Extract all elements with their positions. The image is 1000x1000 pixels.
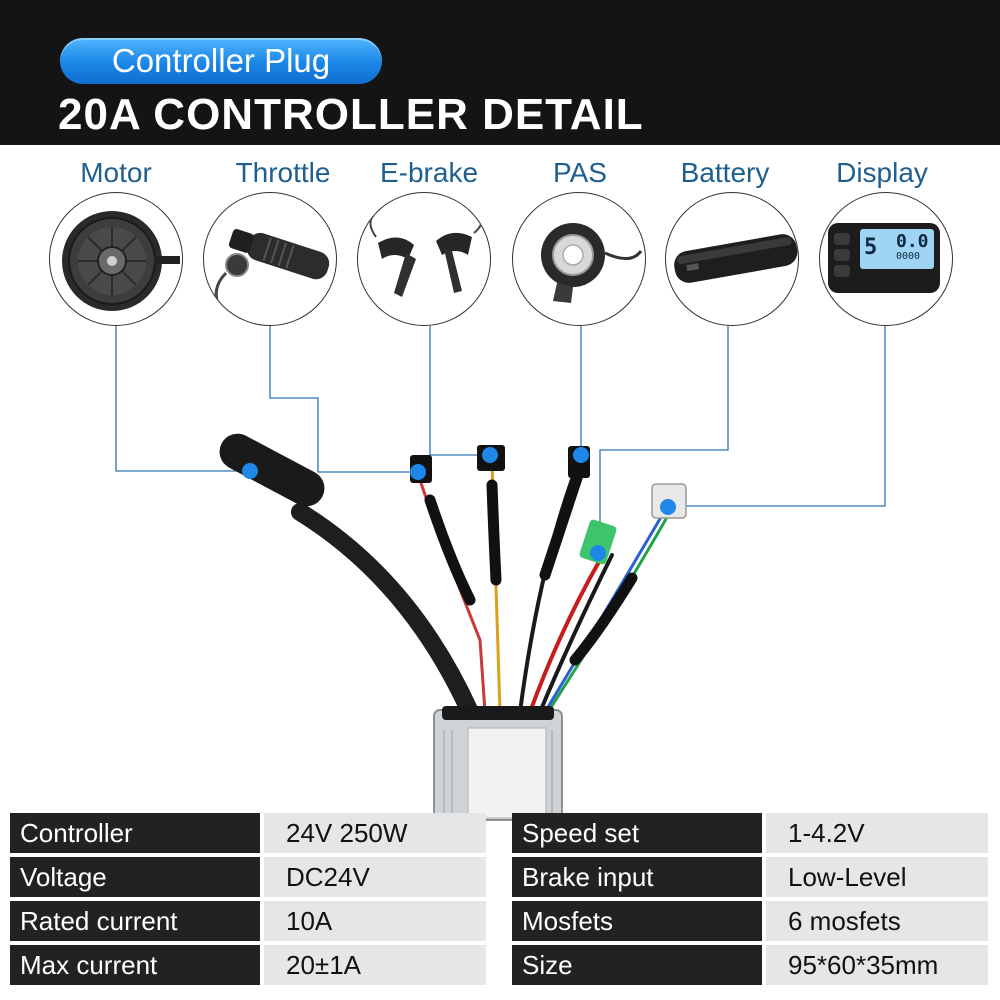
spec-key-speed-set: Speed set: [512, 813, 762, 853]
battery-pack-icon: [674, 234, 798, 283]
motor-hub-icon: [62, 211, 180, 311]
spec-value-rated-current: 10A: [264, 901, 486, 941]
spec-value-brake-input: Low-Level: [766, 857, 988, 897]
motor-plug: [219, 433, 325, 507]
display-circle: 5 0.0 0000: [819, 192, 953, 326]
spec-key-voltage: Voltage: [10, 857, 260, 897]
brake-lever-icon: [369, 212, 483, 297]
component-label-ebrake: E-brake: [379, 157, 479, 188]
spec-value-mosfets: 6 mosfets: [766, 901, 988, 941]
connector-markers: [242, 447, 676, 561]
battery-circle: [665, 192, 799, 326]
display-speed-readout: 0.0: [896, 231, 929, 252]
motor-circle: [49, 192, 183, 326]
spec-value-max-current: 20±1A: [264, 945, 486, 985]
motor-cable: [291, 503, 479, 721]
component-label-battery: Battery: [680, 157, 770, 188]
page-title: 20A CONTROLLER DETAIL: [58, 90, 644, 139]
spec-value-size: 95*60*35mm: [766, 945, 988, 985]
lcd-display-icon: [828, 223, 940, 293]
leader-lines: [115, 326, 886, 552]
spec-key-controller: Controller: [10, 813, 260, 853]
ebrake-circle: [357, 192, 491, 326]
spec-key-rated-current: Rated current: [10, 901, 260, 941]
component-label-pas: PAS: [553, 157, 607, 188]
component-label-motor: Motor: [80, 157, 152, 188]
controller-box: [433, 706, 563, 821]
pas-circle: [512, 192, 646, 326]
spec-key-max-current: Max current: [10, 945, 260, 985]
spec-value-speed-set: 1-4.2V: [766, 813, 988, 853]
header-banner: Controller Plug 20A CONTROLLER DETAIL: [0, 0, 1000, 145]
spec-value-controller: 24V 250W: [264, 813, 486, 853]
throttle-circle: [203, 192, 337, 326]
heat-shrink-sleeves: [424, 469, 638, 666]
display-odometer-readout: 0000: [896, 251, 921, 262]
controller-plug-badge: Controller Plug: [60, 38, 382, 84]
spec-value-voltage: DC24V: [264, 857, 486, 897]
throttle-grip-icon: [214, 229, 330, 310]
pas-sensor-icon: [541, 223, 643, 303]
spec-key-mosfets: Mosfets: [512, 901, 762, 941]
spec-key-size: Size: [512, 945, 762, 985]
component-label-throttle: Throttle: [235, 157, 331, 188]
display-level-readout: 5: [864, 235, 878, 260]
component-label-display: Display: [836, 157, 928, 188]
spec-key-brake-input: Brake input: [512, 857, 762, 897]
